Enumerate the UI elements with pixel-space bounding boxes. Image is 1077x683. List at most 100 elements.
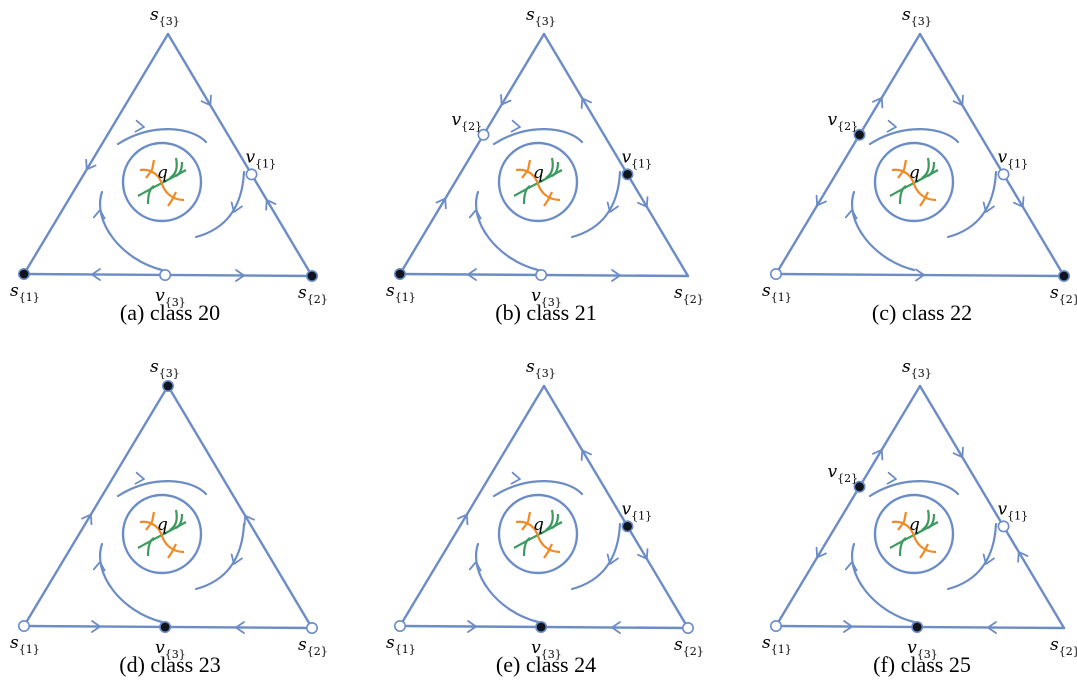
green-branch (175, 513, 184, 529)
orange-branch (167, 191, 177, 207)
flow-arrow (134, 119, 145, 133)
edge-left-arrow (435, 197, 447, 210)
flow-arrow (468, 561, 482, 572)
edge-left-arrow (457, 513, 469, 526)
center-label-q: q (909, 515, 920, 535)
edge-right-arrow (952, 94, 964, 107)
green-branch (545, 509, 554, 531)
edge-right (542, 32, 690, 278)
panel-caption: (c) class 22 (872, 300, 972, 325)
edge-bottom-arrow (611, 269, 621, 282)
vertex-s1 (17, 267, 30, 280)
green-branch (522, 537, 531, 557)
label-s3: s{3} (526, 357, 556, 380)
edge-left (774, 384, 922, 628)
flow-arc (116, 128, 208, 146)
edge-left-arrow (872, 96, 884, 109)
label-v1: v{1} (998, 147, 1029, 170)
center-label-q: q (909, 163, 920, 183)
point-v3 (159, 620, 172, 633)
edge-bottom-arrow (611, 621, 621, 634)
edge-left-arrow (815, 546, 827, 559)
edge-right (918, 32, 1066, 278)
orange-branch (167, 543, 177, 559)
green-branch (551, 513, 560, 529)
flow-arc (194, 522, 246, 591)
vertex-s2 (681, 621, 694, 634)
label-v3: v{3} (155, 638, 186, 661)
green-branch (927, 513, 936, 529)
label-s2: s{2} (1050, 635, 1077, 658)
flow-arrow (468, 209, 482, 220)
flow-arc (946, 522, 998, 591)
edge-left-arrow (500, 94, 512, 106)
flow-arrow (606, 201, 619, 213)
panel-caption: (b) class 21 (495, 300, 596, 325)
flow-arrow (92, 561, 106, 572)
label-s1: s{1} (10, 633, 40, 656)
green-branch (146, 185, 155, 205)
edge-bottom-arrow (91, 268, 101, 281)
green-branch (898, 537, 907, 557)
label-s1: s{1} (762, 633, 792, 656)
edge-right-arrow (243, 514, 255, 527)
panel-b: qv{1}v{2}v{3}s{1}s{2}s{3}(b) class 21 (386, 5, 704, 325)
label-v3: v{3} (907, 638, 938, 661)
point-v1 (245, 168, 258, 181)
edge-bottom-arrow (843, 620, 853, 633)
vertex-s1 (769, 267, 782, 280)
vertex-s1 (769, 619, 782, 632)
green-curve (513, 521, 563, 549)
label-s2: s{2} (674, 635, 704, 658)
flow-arc (868, 480, 960, 498)
flow-arc (116, 480, 208, 498)
edge-bottom-arrow (987, 621, 997, 634)
label-s2: s{2} (298, 283, 328, 306)
edge-right (166, 384, 314, 630)
green-curve (889, 169, 939, 197)
flow-arrow (844, 209, 858, 220)
orange-branch (897, 159, 908, 179)
flow-arc (475, 542, 540, 624)
flow-arc (851, 190, 916, 272)
label-s3: s{3} (526, 5, 556, 28)
center-circle (873, 141, 955, 223)
green-branch (545, 157, 554, 179)
flow-arc (851, 542, 916, 624)
label-v2: v{2} (828, 462, 859, 485)
flow-arc (492, 128, 584, 146)
point-v3 (159, 268, 172, 281)
green-branch (175, 161, 184, 177)
edge-right (542, 384, 690, 630)
label-s2: s{2} (298, 635, 328, 658)
point-v3 (911, 620, 924, 633)
flow-arc (194, 170, 246, 239)
panel-caption: (a) class 20 (120, 300, 220, 325)
orange-branch (919, 191, 929, 207)
edge-left-arrow (872, 448, 884, 461)
point-v2 (853, 480, 866, 493)
edge-right-arrow (580, 97, 592, 109)
point-v1 (621, 520, 634, 533)
edge-left (398, 384, 546, 628)
edge-bottom-arrow (467, 620, 477, 633)
edge-right-arrow (1017, 551, 1029, 563)
panel-caption: (d) class 23 (119, 652, 220, 677)
label-v2: v{2} (828, 110, 859, 133)
vertex-s2 (305, 621, 318, 634)
edge-bottom-arrow (235, 269, 245, 282)
label-v2: v{2} (452, 110, 483, 133)
label-s1: s{1} (10, 281, 40, 304)
flow-arc (99, 542, 164, 624)
label-v1: v{1} (622, 499, 653, 522)
label-v1: v{1} (246, 147, 277, 170)
vertex-s1 (393, 619, 406, 632)
green-branch (898, 185, 907, 205)
orange-branch (543, 543, 553, 559)
vertex-s2 (1057, 269, 1070, 282)
flow-arrow (982, 201, 995, 213)
center-circle (121, 141, 203, 223)
label-s2: s{2} (1050, 283, 1077, 306)
green-branch (146, 537, 155, 557)
label-s3: s{3} (150, 357, 180, 380)
